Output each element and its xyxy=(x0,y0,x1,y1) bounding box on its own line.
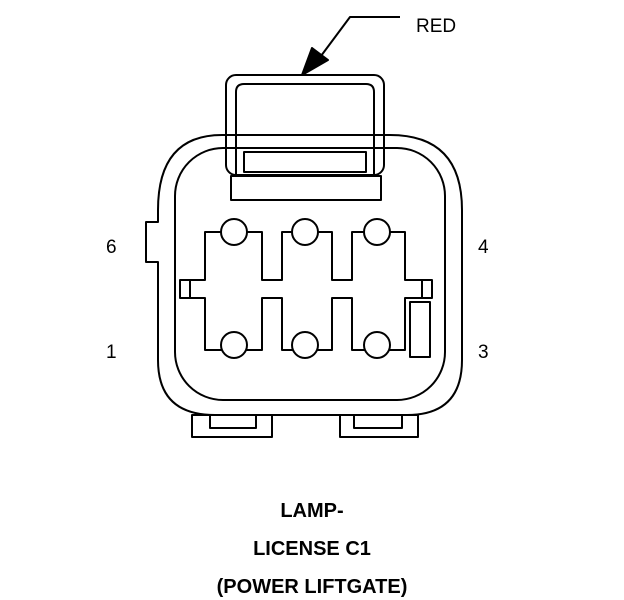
callout-label: RED xyxy=(416,16,457,37)
connector-top-bar xyxy=(230,175,382,201)
terminal-pin xyxy=(291,331,319,359)
connector-latch xyxy=(225,74,385,176)
left-key xyxy=(179,279,191,299)
pin-label-top-left: 6 xyxy=(106,237,117,258)
terminal-pin xyxy=(291,218,319,246)
bottom-tabs xyxy=(191,414,419,438)
caption-line-1: LAMP- xyxy=(280,500,344,522)
caption-line-3: (POWER LIFTGATE) xyxy=(216,576,408,598)
terminal-pin xyxy=(363,218,391,246)
terminal-pin xyxy=(220,331,248,359)
right-key xyxy=(421,279,433,299)
pin-label-bottom-right: 3 xyxy=(478,342,489,363)
pin-label-bottom-left: 1 xyxy=(106,342,117,363)
terminal-pin xyxy=(220,218,248,246)
terminal-pin xyxy=(363,331,391,359)
polarizing-rib xyxy=(409,301,431,358)
terminal-pins xyxy=(220,218,391,359)
caption-line-2: LICENSE C1 xyxy=(253,538,371,560)
callout-arrow xyxy=(301,16,400,76)
pin-label-top-right: 4 xyxy=(478,237,489,258)
connector-body-inner xyxy=(174,147,446,401)
